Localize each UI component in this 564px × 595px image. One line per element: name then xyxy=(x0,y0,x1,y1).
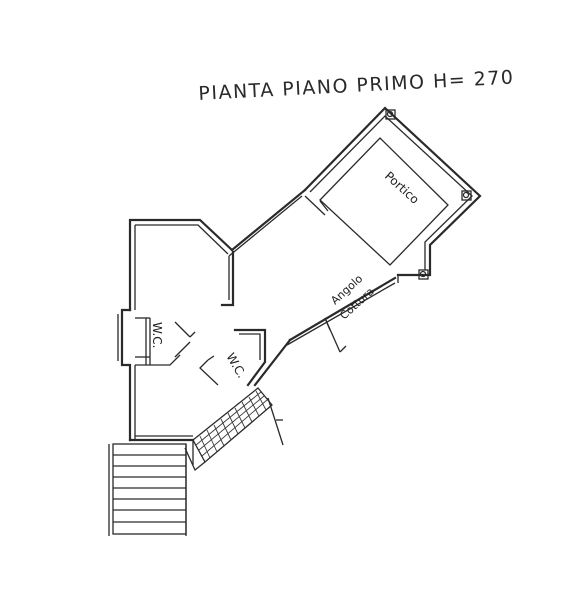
room-label-wc-left: W.C. xyxy=(150,322,164,349)
wall-north-diagonal xyxy=(230,188,307,252)
column-icon xyxy=(418,269,429,280)
wall-left xyxy=(120,308,132,442)
exterior-walls xyxy=(117,188,397,446)
internal-stair xyxy=(184,387,273,472)
wall-south-east xyxy=(288,276,397,342)
interior-walls xyxy=(135,250,267,465)
wall-upper-left xyxy=(128,218,234,312)
wc-center-walls xyxy=(233,328,267,387)
column-icon xyxy=(385,109,396,120)
external-staircase xyxy=(108,443,187,536)
plan-title: PIANTA PIANO PRIMO H= 270 xyxy=(198,66,515,105)
column-icon xyxy=(461,190,472,201)
portico-area xyxy=(303,106,482,283)
portico-outline xyxy=(303,106,482,277)
room-label-portico: Portico xyxy=(382,169,422,207)
room-label-wc-center: W.C. xyxy=(223,351,248,381)
wall-south-diagonal xyxy=(253,338,292,387)
portico-inner-rect xyxy=(319,137,449,266)
